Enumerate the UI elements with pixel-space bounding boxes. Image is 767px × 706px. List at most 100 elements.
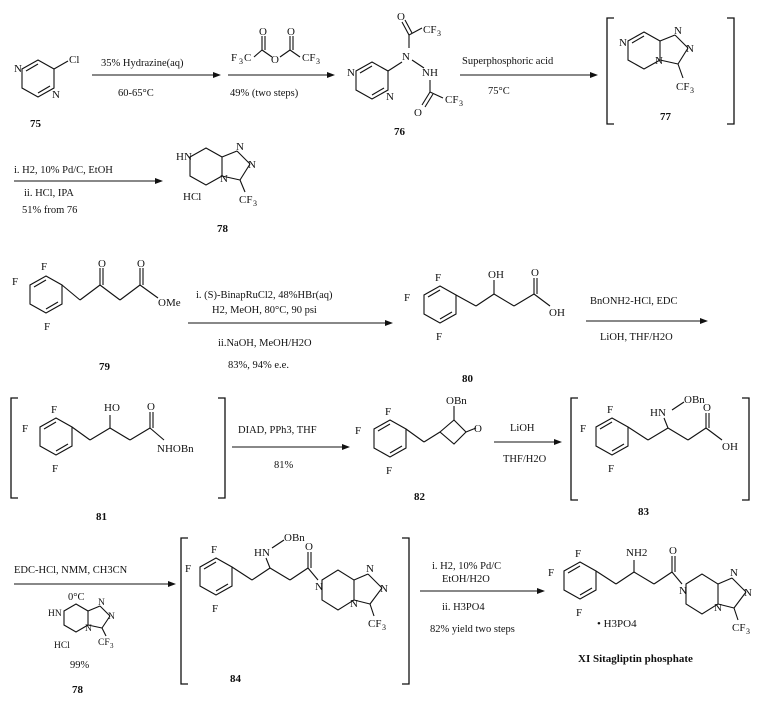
- svg-text:F: F: [548, 567, 554, 579]
- svg-text:81%: 81%: [274, 460, 294, 471]
- svg-text:N: N: [679, 585, 687, 597]
- label-84: 84: [230, 673, 242, 685]
- svg-text:N: N: [730, 567, 738, 579]
- arrow-step-10: i. H2, 10% Pd/C EtOH/H2O ii. H3PO4 82% y…: [420, 561, 545, 635]
- label-80: 80: [462, 373, 474, 385]
- svg-text:O: O: [305, 541, 313, 553]
- arrow-step-4: i. H2, 10% Pd/C, EtOH ii. HCl, IPA 51% f…: [14, 165, 163, 216]
- svg-text:75°C: 75°C: [488, 86, 510, 97]
- svg-text:3: 3: [253, 199, 257, 208]
- arrow-step-7: DIAD, PPh3, THF 81%: [232, 425, 350, 471]
- svg-text:F: F: [385, 406, 391, 418]
- arrow-step-8: LiOH THF/H2O: [494, 423, 562, 465]
- label-81: 81: [96, 511, 107, 523]
- svg-text:N: N: [236, 141, 244, 153]
- svg-text:• H3PO4: • H3PO4: [597, 618, 637, 630]
- arrow-step-6: BnONH2-HCl, EDC LiOH, THF/H2O: [586, 296, 708, 343]
- svg-text:HN: HN: [48, 609, 62, 619]
- svg-text:F: F: [12, 276, 18, 288]
- svg-text:N: N: [380, 583, 388, 595]
- label-83: 83: [638, 506, 650, 518]
- svg-text:O: O: [474, 423, 482, 435]
- svg-text:CF: CF: [676, 81, 689, 93]
- svg-text:F: F: [576, 607, 582, 619]
- arrow-step-2: 49% (two steps): [228, 72, 335, 99]
- svg-text:N: N: [108, 612, 115, 622]
- svg-text:CF: CF: [239, 194, 252, 206]
- svg-text:N: N: [366, 563, 374, 575]
- svg-text:N: N: [674, 25, 682, 37]
- svg-text:NHOBn: NHOBn: [157, 443, 194, 455]
- svg-text:O: O: [98, 258, 106, 270]
- svg-text:3: 3: [746, 627, 750, 636]
- svg-text:3: 3: [316, 57, 320, 66]
- svg-text:CF: CF: [98, 638, 110, 648]
- svg-text:0°C: 0°C: [68, 592, 84, 603]
- svg-text:F: F: [51, 404, 57, 416]
- svg-text:N: N: [744, 587, 752, 599]
- svg-text:O: O: [531, 267, 539, 279]
- svg-text:82% yield two steps: 82% yield two steps: [430, 624, 515, 635]
- svg-text:N: N: [402, 51, 410, 63]
- label-76: 76: [394, 126, 406, 138]
- svg-text:N: N: [248, 159, 256, 171]
- svg-text:O: O: [271, 54, 279, 66]
- svg-text:35% Hydrazine(aq): 35% Hydrazine(aq): [101, 58, 184, 69]
- svg-text:F: F: [41, 261, 47, 273]
- label-75: 75: [30, 118, 42, 130]
- svg-text:F: F: [608, 463, 614, 475]
- svg-text:OBn: OBn: [446, 395, 467, 407]
- svg-text:HN: HN: [176, 151, 192, 163]
- svg-text:99%: 99%: [70, 660, 90, 671]
- svg-text:F: F: [22, 423, 28, 435]
- svg-text:F: F: [575, 548, 581, 560]
- product-label: XI Sitagliptin phosphate: [578, 653, 693, 665]
- svg-text:Superphosphoric acid: Superphosphoric acid: [462, 56, 554, 67]
- svg-text:ii. HCl, IPA: ii. HCl, IPA: [24, 188, 74, 199]
- svg-text:HN: HN: [254, 547, 270, 559]
- svg-text:NH: NH: [422, 67, 438, 79]
- svg-text:LiOH: LiOH: [510, 423, 535, 434]
- svg-text:F: F: [231, 52, 237, 64]
- svg-text:3: 3: [437, 29, 441, 38]
- svg-text:CF: CF: [302, 52, 315, 64]
- svg-text:OH: OH: [488, 269, 504, 281]
- svg-text:N: N: [386, 91, 394, 103]
- svg-text:O: O: [397, 11, 405, 23]
- arrow-step-5: i. (S)-BinapRuCl2, 48%HBr(aq) H2, MeOH, …: [188, 290, 393, 371]
- svg-text:HCl: HCl: [183, 191, 201, 203]
- svg-text:DIAD, PPh3, THF: DIAD, PPh3, THF: [238, 425, 317, 436]
- svg-text:CF: CF: [445, 94, 458, 106]
- svg-text:F: F: [386, 465, 392, 477]
- svg-text:N: N: [655, 55, 663, 67]
- svg-text:N: N: [619, 37, 627, 49]
- svg-text:F: F: [436, 331, 442, 343]
- svg-text:3: 3: [459, 99, 463, 108]
- label-82: 82: [414, 491, 426, 503]
- svg-text:i. (S)-BinapRuCl2, 48%HBr(aq): i. (S)-BinapRuCl2, 48%HBr(aq): [196, 290, 333, 301]
- compound-75: Cl N N 75: [14, 54, 79, 130]
- compound-79: F F F O O OMe 79: [12, 258, 181, 373]
- svg-text:H2, MeOH, 80°C, 90 psi: H2, MeOH, 80°C, 90 psi: [212, 305, 317, 316]
- svg-text:OH: OH: [722, 441, 738, 453]
- svg-text:3: 3: [110, 642, 114, 650]
- svg-text:Cl: Cl: [69, 54, 79, 66]
- arrow-step-3: Superphosphoric acid 75°C: [460, 56, 598, 97]
- svg-text:EDC-HCl, NMM, CH3CN: EDC-HCl, NMM, CH3CN: [14, 565, 128, 576]
- svg-text:3: 3: [690, 86, 694, 95]
- svg-text:F: F: [211, 544, 217, 556]
- svg-text:EtOH/H2O: EtOH/H2O: [442, 574, 490, 585]
- svg-text:78: 78: [72, 684, 84, 696]
- svg-text:N: N: [347, 67, 355, 79]
- svg-text:OMe: OMe: [158, 297, 181, 309]
- svg-text:F: F: [355, 425, 361, 437]
- label-77: 77: [660, 111, 672, 123]
- svg-text:CF: CF: [732, 622, 745, 634]
- svg-text:HN: HN: [650, 407, 666, 419]
- svg-text:O: O: [669, 545, 677, 557]
